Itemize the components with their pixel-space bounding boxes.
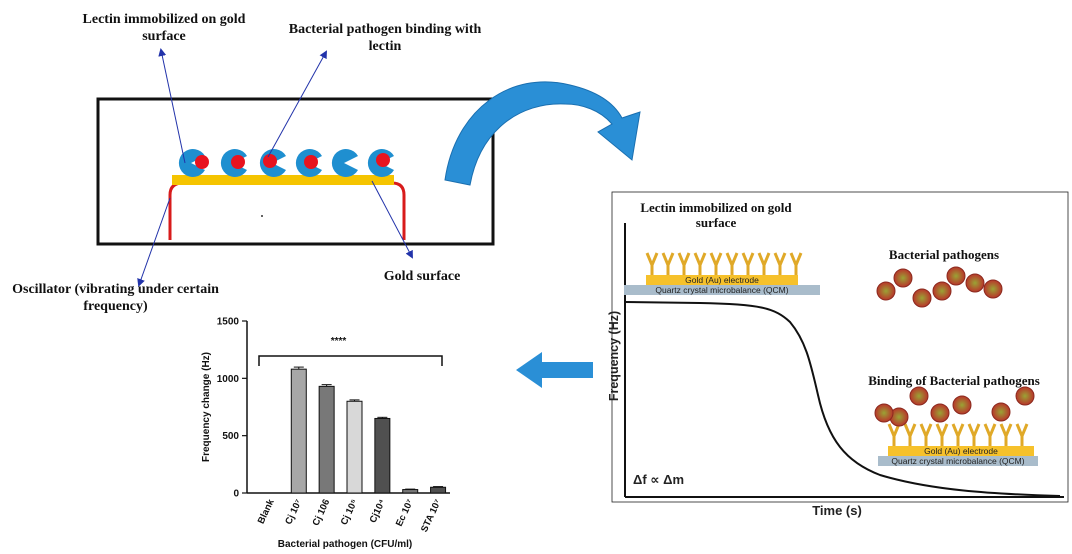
pathogen-cell xyxy=(912,288,932,308)
bar xyxy=(374,417,391,494)
electrode-label-bottom: Gold (Au) electrode xyxy=(924,446,998,456)
antibody xyxy=(677,252,691,275)
x-tick-label: Cj10⁴ xyxy=(368,497,389,524)
antibody xyxy=(951,423,965,446)
lectin-molecule xyxy=(295,149,322,177)
qcm-plate-bottom xyxy=(878,456,1038,466)
qcm-frame xyxy=(611,191,1069,503)
pathogen-dot xyxy=(195,155,209,169)
pathogen-dot xyxy=(376,153,390,167)
antibody xyxy=(757,252,771,275)
qcm-y-axis-label: Frequency (Hz) xyxy=(607,311,621,401)
antibody xyxy=(789,252,803,275)
x-tick-label: Cj 10⁵ xyxy=(339,498,360,527)
pointer-gold xyxy=(371,180,413,259)
pathogen-cell xyxy=(1015,386,1035,406)
antibody xyxy=(999,423,1013,446)
qcm-label-bottom: Quartz crystal microbalance (QCM) xyxy=(891,456,1024,466)
antibody xyxy=(725,252,739,275)
label-lectin: Lectin immobilized on gold surface xyxy=(82,12,246,44)
pathogen-cell xyxy=(876,281,896,301)
bar xyxy=(402,489,419,494)
antibody xyxy=(935,423,949,446)
electrode-label-top: Gold (Au) electrode xyxy=(685,275,759,285)
pathogen-dot xyxy=(304,155,318,169)
pathogen-dot xyxy=(263,154,277,168)
significance-bracket xyxy=(258,355,443,366)
qcm-label-pathogens: Bacterial pathogens xyxy=(888,247,1000,262)
label-oscillator: Oscillator (vibrating under certain freq… xyxy=(12,282,219,314)
bar xyxy=(290,368,307,494)
qcm-label-top: Quartz crystal microbalance (QCM) xyxy=(655,285,788,295)
significance-label: **** xyxy=(331,336,347,347)
pathogen-cell xyxy=(909,386,929,406)
label-binding: Bacterial pathogen binding with lectin xyxy=(288,22,482,54)
bar xyxy=(318,385,335,494)
chart-x-label: Bacterial pathogen (CFU/ml) xyxy=(278,539,412,550)
sensor-frame xyxy=(96,97,495,246)
antibody xyxy=(773,252,787,275)
qcm-x-axis-label: Time (s) xyxy=(812,503,862,518)
qcm-label-lectin: Lectin immobilized on gold surface xyxy=(640,200,792,230)
lectin-molecules xyxy=(178,148,394,178)
antibody xyxy=(887,423,901,446)
mass-frequency-relation: Δf ∝ Δm xyxy=(633,472,684,487)
curved-arrow xyxy=(444,81,641,186)
antibody xyxy=(693,252,707,275)
pathogen-cell xyxy=(991,402,1011,422)
antibody xyxy=(709,252,723,275)
bar xyxy=(346,400,363,494)
lectin-molecule xyxy=(331,149,358,177)
antibody-row xyxy=(645,252,803,275)
pathogen-cell xyxy=(874,403,894,423)
antibody xyxy=(661,252,675,275)
x-tick-label: STA 10⁷ xyxy=(419,498,444,535)
pathogen-cell xyxy=(946,266,966,286)
left-arrow xyxy=(516,352,593,388)
pathogen-cell xyxy=(893,268,913,288)
frequency-curve xyxy=(624,301,1061,497)
pointer-lectin xyxy=(158,48,186,164)
antibody-row xyxy=(887,423,1029,446)
y-tick-label: 1500 xyxy=(217,317,240,328)
antibody xyxy=(1015,423,1029,446)
pointer-oscillator xyxy=(137,197,171,287)
pathogen-dot xyxy=(231,155,245,169)
antibody xyxy=(645,252,659,275)
y-tick-label: 0 xyxy=(233,489,239,500)
y-tick-label: 1000 xyxy=(217,374,240,385)
antibody xyxy=(919,423,933,446)
pointer-binding xyxy=(267,50,327,158)
sensor-diagram xyxy=(96,48,495,287)
pathogen-cell xyxy=(983,279,1003,299)
pathogen-cell xyxy=(952,395,972,415)
pathogen-cell xyxy=(965,273,985,293)
gold-surface xyxy=(172,175,394,185)
y-tick-label: 500 xyxy=(222,431,239,442)
qcm-panel: Gold (Au) electrode Quartz crystal micro… xyxy=(607,191,1069,518)
bar xyxy=(430,486,447,494)
label-gold-surface: Gold surface xyxy=(383,269,461,284)
x-tick-label: Cj 10⁷ xyxy=(283,498,304,527)
pathogen-cell xyxy=(932,281,952,301)
gold-electrode-bottom xyxy=(888,446,1034,456)
oscillator-shape xyxy=(168,181,406,240)
chart-y-label: Frequency change (Hz) xyxy=(201,352,212,462)
antibody xyxy=(967,423,981,446)
free-pathogens xyxy=(876,266,1003,308)
bound-pathogens xyxy=(874,386,1035,427)
antibody xyxy=(903,423,917,446)
antibody xyxy=(741,252,755,275)
gold-electrode-top xyxy=(646,275,798,285)
x-tick-label: Blank xyxy=(256,497,277,526)
qcm-plate-top xyxy=(624,285,820,295)
antibody xyxy=(983,423,997,446)
qcm-label-binding: Binding of Bacterial pathogens xyxy=(868,373,1040,388)
x-tick-label: Cj 106 xyxy=(311,498,333,528)
x-tick-label: Ec 10⁷ xyxy=(394,498,416,529)
pathogen-cell xyxy=(930,403,950,423)
